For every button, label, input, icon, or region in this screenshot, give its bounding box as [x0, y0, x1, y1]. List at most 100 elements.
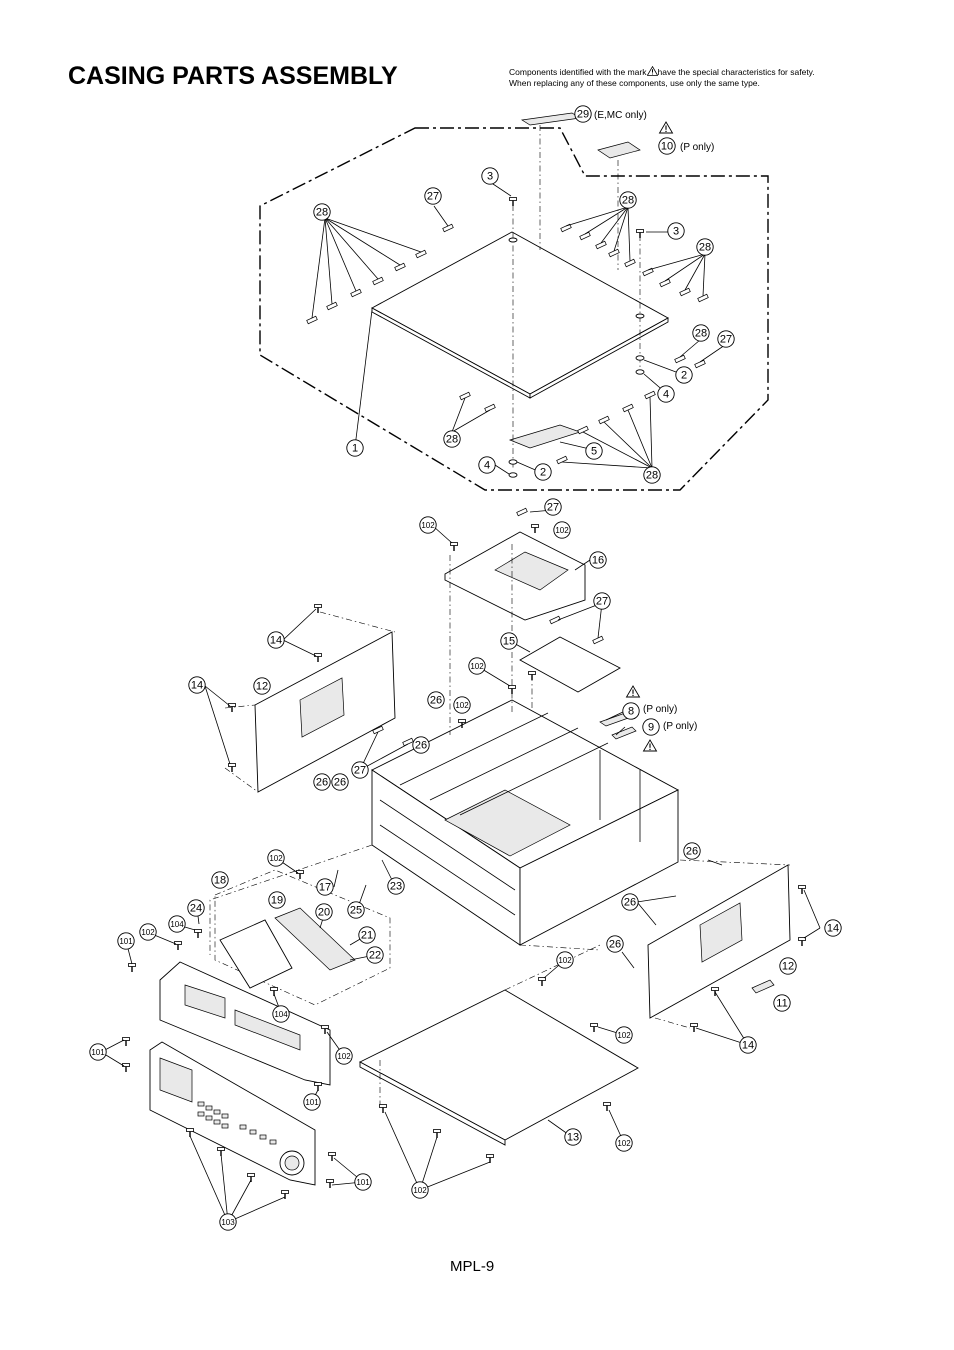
callout-circle: [717, 330, 735, 348]
callout-label: 3: [487, 171, 493, 183]
callout-circle: [424, 187, 442, 205]
callout-101: 101: [303, 1093, 321, 1111]
callout-circle: [267, 849, 285, 867]
callout-12: 12: [253, 677, 271, 695]
callout-label: 2: [540, 467, 546, 479]
note-p-only-10: (P only): [680, 142, 714, 153]
top-cover-group: [259, 112, 769, 491]
callout-circle: [387, 877, 405, 895]
callout-label: 101: [305, 1098, 319, 1107]
callout-15: 15: [500, 632, 518, 650]
callout-4: 4: [657, 385, 675, 403]
callout-19: 19: [268, 891, 286, 909]
callout-circle: [593, 592, 611, 610]
notice-text-before: Components identified with the mark: [509, 67, 647, 77]
callout-2: 2: [675, 366, 693, 384]
callout-label: 26: [624, 897, 636, 909]
callout-label: 102: [617, 1031, 631, 1040]
callout-circle: [478, 456, 496, 474]
callout-circle: [615, 1134, 633, 1152]
callout-label: 14: [742, 1040, 754, 1052]
callout-102: 102: [139, 923, 157, 941]
chassis-group: [204, 507, 821, 1046]
note-p-only-9: (P only): [663, 721, 697, 732]
callout-circle: [657, 385, 675, 403]
callout-label: 102: [421, 521, 435, 530]
callout-circle: [643, 466, 661, 484]
callout-102: 102: [468, 657, 486, 675]
callout-circle: [188, 676, 206, 694]
callout-label: 1: [352, 443, 358, 455]
callout-29: 29: [574, 105, 592, 123]
callout-4: 4: [478, 456, 496, 474]
callout-circle: [824, 919, 842, 937]
callout-101: 101: [117, 932, 135, 950]
callout-26: 26: [313, 773, 331, 791]
callout-circle: [585, 442, 603, 460]
callout-8: 8: [622, 702, 640, 720]
callout-label: 9: [648, 722, 654, 734]
front-panel-buttons: [197, 1101, 277, 1145]
callout-circle: [419, 516, 437, 534]
callout-circle: [622, 702, 640, 720]
callout-circle: [272, 1005, 290, 1023]
callout-circle: [606, 935, 624, 953]
callout-102: 102: [411, 1181, 429, 1199]
notice-text-line2: When replacing any of these components, …: [509, 77, 760, 88]
callout-circle: [564, 1128, 582, 1146]
callout-circle: [366, 946, 384, 964]
callout-circle: [692, 324, 710, 342]
callout-27: 27: [544, 498, 562, 516]
callout-28: 28: [643, 466, 661, 484]
callout-26: 26: [606, 935, 624, 953]
front-panel-display: [159, 1057, 193, 1103]
callout-circle: [589, 551, 607, 569]
callout-label: 27: [547, 502, 559, 514]
chassis-inner-deck: [444, 789, 571, 857]
callout-101: 101: [354, 1173, 372, 1191]
callout-label: 21: [361, 930, 373, 942]
callout-label: 26: [415, 740, 427, 752]
note-p-only-8: (P only): [643, 704, 677, 715]
callout-label: 13: [567, 1132, 579, 1144]
warning-triangle-icon: [642, 739, 658, 752]
callout-circle: [313, 203, 331, 221]
callout-circle: [683, 842, 701, 860]
page-title: CASING PARTS ASSEMBLY: [68, 62, 398, 90]
callout-1: 1: [346, 439, 364, 457]
top-bracket-cutout: [494, 551, 569, 591]
callout-circle: [553, 521, 571, 539]
callout-circle: [667, 222, 685, 240]
callout-label: 25: [350, 905, 362, 917]
callout-label: 102: [558, 956, 572, 965]
label-29: [520, 112, 582, 126]
callout-circle: [412, 736, 430, 754]
callout-label: 14: [270, 635, 282, 647]
callout-circle: [453, 696, 471, 714]
label-10: [597, 141, 641, 159]
callout-28: 28: [313, 203, 331, 221]
callout-20: 20: [315, 903, 333, 921]
callout-21: 21: [358, 926, 376, 944]
callout-circle: [658, 137, 676, 155]
callout-circle: [253, 677, 271, 695]
callout-14: 14: [188, 676, 206, 694]
callout-circle: [773, 994, 791, 1012]
callout-label: 26: [609, 939, 621, 951]
callout-label: 28: [695, 328, 707, 340]
callout-label: 101: [119, 937, 133, 946]
safety-notice: Components identified with the mark have …: [509, 66, 815, 88]
notice-text-after: have the special characteristics for saf…: [657, 67, 815, 77]
callout-22: 22: [366, 946, 384, 964]
callout-label: 102: [617, 1139, 631, 1148]
callout-11: 11: [773, 994, 791, 1012]
note-emc-only: (E,MC only): [594, 110, 647, 121]
callout-28: 28: [692, 324, 710, 342]
callout-28: 28: [696, 238, 714, 256]
callout-circle: [117, 932, 135, 950]
callout-14: 14: [739, 1036, 757, 1054]
callout-3: 3: [667, 222, 685, 240]
callout-circle: [468, 657, 486, 675]
callout-circle: [619, 191, 637, 209]
callout-label: 26: [686, 846, 698, 858]
